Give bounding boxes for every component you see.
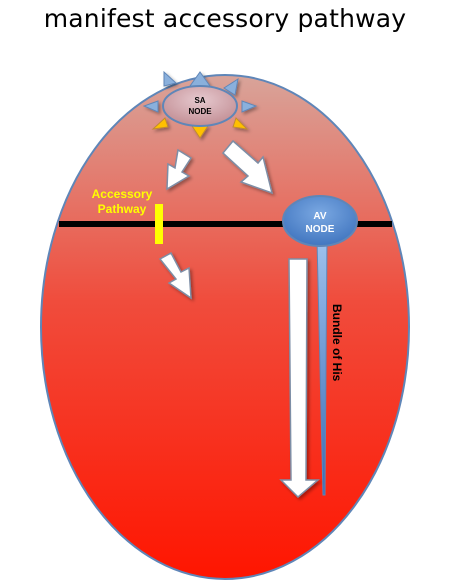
accessory-pathway-marker [155,204,163,244]
accessory-pathway-label-line2: Pathway [98,202,147,216]
sa-node [162,85,238,127]
diagram-title: manifest accessory pathway [43,4,407,33]
av-node-label-line1: AV [313,211,326,222]
bundle-of-his-label: Bundle of His [330,304,344,382]
av-node-label-line2: NODE [306,224,335,235]
arrow-sa-to-accessory [166,148,193,191]
accessory-pathway-label-line1: Accessory [92,187,153,201]
sa-node-label-line1: SA [194,96,205,105]
arrow-sa-to-av [221,139,274,195]
arrow-accessory-to-ventricle [158,251,192,300]
arrow-av-down [279,258,321,499]
sa-node-label-line2: NODE [188,107,212,116]
av-node [282,195,358,247]
sa-node-rays [142,70,258,139]
